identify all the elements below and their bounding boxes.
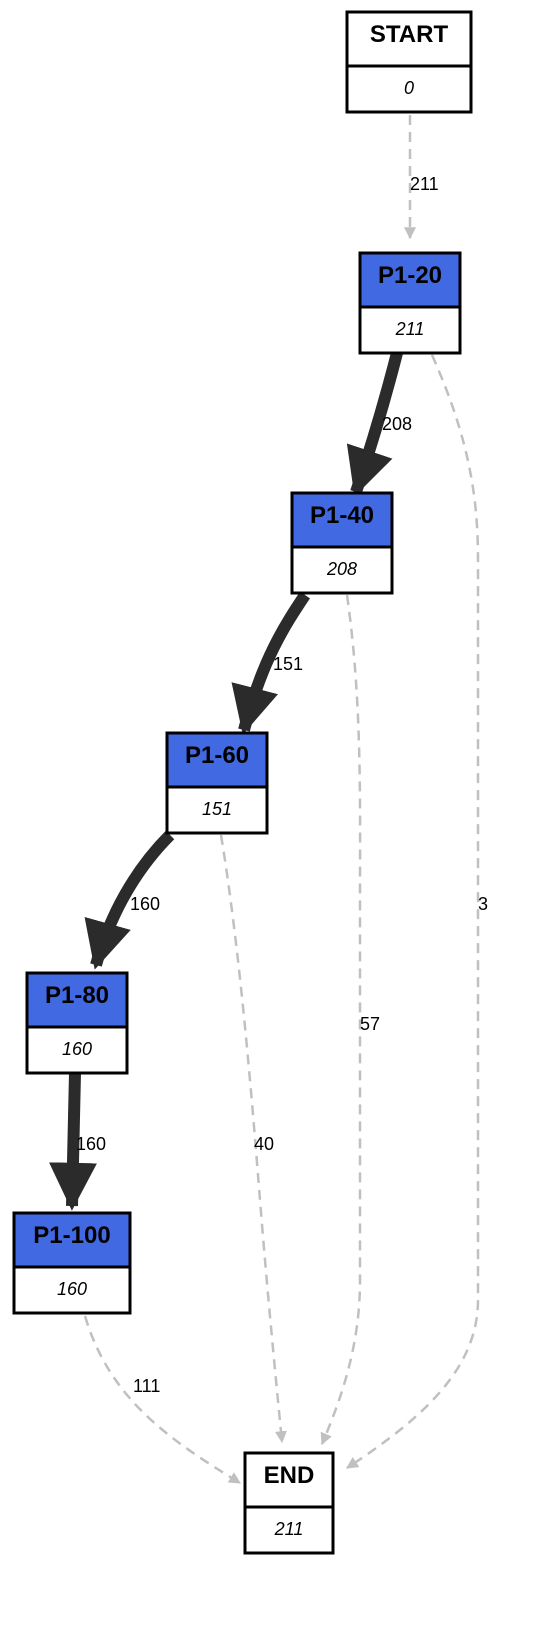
edge-label: 160 (130, 894, 160, 914)
edge-label: 57 (360, 1014, 380, 1034)
edge-label: 111 (133, 1376, 160, 1396)
node-title: START (370, 21, 449, 48)
edge-line (48, 1072, 97, 1211)
edge-line (219, 834, 287, 1444)
node-border (290, 491, 394, 595)
node-p1-60: P1-60 151 (165, 731, 269, 835)
node-border (165, 731, 269, 835)
edge-p1-20-to-end: 3 (345, 354, 488, 1470)
node-header (245, 1453, 333, 1507)
node-border (25, 971, 129, 1075)
edge-p1-60-to-end: 40 (219, 834, 287, 1444)
edge-line (346, 351, 403, 497)
node-p1-80: P1-80 160 (25, 971, 129, 1075)
node-header (27, 973, 127, 1027)
node-border (243, 1451, 335, 1555)
node-title: P1-40 (310, 502, 374, 529)
edge-label: 151 (273, 654, 303, 674)
node-border (358, 251, 462, 355)
node-count: 160 (62, 1039, 92, 1059)
edge-line (345, 354, 480, 1470)
node-header (292, 493, 392, 547)
node-count: 211 (395, 319, 425, 339)
edge-p1-60-to-p1-80: 160 (84, 830, 175, 970)
edge-label: 40 (254, 1134, 274, 1154)
node-start: START 0 (345, 10, 473, 114)
node-border (345, 10, 473, 114)
edge-line (83, 1315, 242, 1485)
node-end: END 211 (243, 1451, 335, 1555)
edge-p1-100-to-end: 111 (83, 1315, 242, 1485)
nodes-layer: START0P1-20211P1-40208P1-60151P1-80160P1… (12, 10, 473, 1555)
node-count: 151 (202, 799, 232, 819)
edge-label: 211 (410, 174, 439, 194)
node-count: 160 (57, 1279, 87, 1299)
edge-label: 3 (478, 894, 488, 914)
edge-line (231, 591, 310, 735)
edge-label: 208 (382, 414, 412, 434)
node-title: P1-100 (33, 1222, 110, 1249)
edge-start-to-p1-20: 211 (404, 115, 439, 240)
edge-p1-20-to-p1-40: 208 (346, 351, 412, 497)
node-count: 0 (404, 78, 414, 98)
edges-layer: 211 208 3 151 57 160 40 160 111 (48, 115, 488, 1485)
edge-label: 160 (76, 1134, 106, 1154)
node-title: P1-20 (378, 262, 442, 289)
edge-p1-80-to-p1-100: 160 (48, 1072, 106, 1211)
node-count: 211 (274, 1519, 304, 1539)
edge-line (320, 594, 362, 1446)
edge-line (84, 830, 175, 970)
node-header (360, 253, 460, 307)
edge-p1-40-to-p1-60: 151 (231, 591, 310, 735)
node-title: P1-60 (185, 742, 249, 769)
node-header (347, 12, 471, 66)
node-p1-20: P1-20 211 (358, 251, 462, 355)
node-p1-40: P1-40 208 (290, 491, 394, 595)
node-border (12, 1211, 132, 1315)
node-header (14, 1213, 130, 1267)
node-count: 208 (326, 559, 357, 579)
node-p1-100: P1-100 160 (12, 1211, 132, 1315)
node-title: P1-80 (45, 982, 109, 1009)
node-header (167, 733, 267, 787)
edge-p1-40-to-end: 57 (320, 594, 380, 1446)
node-title: END (264, 1462, 315, 1489)
